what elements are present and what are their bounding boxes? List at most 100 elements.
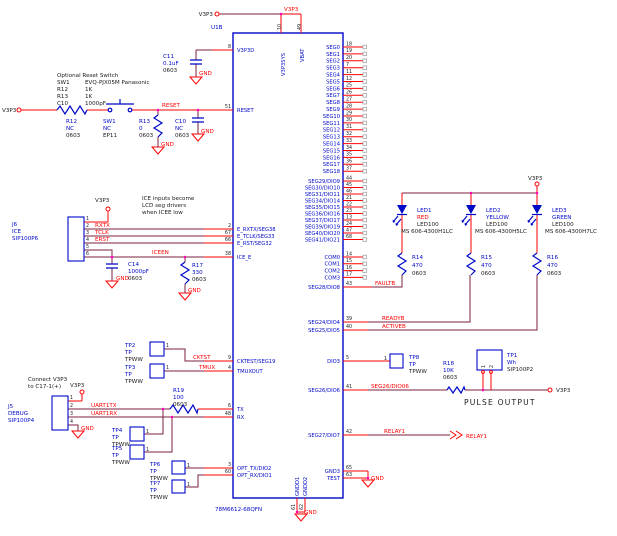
refdes-led3: LED3 bbox=[552, 208, 567, 214]
refdes-tp6: TP6 bbox=[149, 462, 161, 468]
part-led2: MS 606-4300H5LC bbox=[475, 229, 527, 235]
ic-pin-number: 63 bbox=[346, 472, 352, 478]
name-j5: DEBUG bbox=[8, 411, 28, 417]
pin-terminal bbox=[362, 204, 367, 210]
pin-terminal bbox=[362, 120, 367, 126]
refdes-r14: R14 bbox=[412, 255, 423, 261]
ic-pin-label: COM0 bbox=[325, 255, 340, 261]
testpoint-tp4-body bbox=[129, 426, 145, 442]
ic-pin-number: 10 bbox=[277, 24, 283, 30]
ic-pin-number: 16 bbox=[346, 265, 352, 271]
arrowhead bbox=[461, 219, 465, 223]
ic-pin-number: 26 bbox=[346, 90, 352, 96]
refdes-c10: C10 bbox=[175, 119, 186, 125]
ic-pin-label: RESET bbox=[237, 108, 254, 114]
value-sw1: NC bbox=[103, 126, 111, 132]
ic-pin-number: 39 bbox=[346, 316, 352, 322]
connector-pin-number: 1 bbox=[70, 395, 73, 401]
tp-pin-number: 1 bbox=[166, 343, 169, 349]
net-label-uart1rx: UART1RX bbox=[91, 411, 117, 417]
port-label-v3p3: V3P3 bbox=[199, 12, 214, 18]
footprint-c14: 0603 bbox=[128, 276, 143, 282]
ic-pin-number: 47 bbox=[346, 227, 352, 233]
led2-symbol bbox=[466, 205, 476, 214]
refdes-tp4: TP4 bbox=[111, 428, 123, 434]
connector-pin-number: 4 bbox=[86, 237, 89, 243]
refdes-tp1: TP1 bbox=[506, 353, 518, 359]
ic-pin-number: 60 bbox=[225, 469, 231, 475]
port-label-v3p3: V3P3 bbox=[556, 388, 571, 394]
ic-pin-number: 19 bbox=[346, 48, 352, 54]
part-led3: MS 606-4300H7LC bbox=[545, 229, 597, 235]
port-label-v3p3: V3P3 bbox=[95, 198, 110, 204]
note-ice-line: when ICEE low bbox=[142, 210, 183, 216]
ic-pin-number: 41 bbox=[346, 384, 352, 390]
tp-pin-number: 1 bbox=[146, 429, 149, 435]
connector-pin-number: 2 bbox=[86, 223, 89, 229]
pin-terminal bbox=[362, 178, 367, 184]
footprint-r17: 0603 bbox=[192, 277, 207, 283]
ic-pin-label: COM1 bbox=[325, 262, 340, 268]
pin-terminal bbox=[362, 127, 367, 132]
color-led1: RED bbox=[417, 215, 429, 221]
ic-pin-label: SEG2 bbox=[326, 59, 340, 65]
refdes-led2: LED2 bbox=[486, 208, 501, 214]
footprint-c11: 0603 bbox=[163, 68, 178, 74]
connector-pin-number: 4 bbox=[70, 419, 73, 425]
value-c10: NC bbox=[175, 126, 183, 132]
net-label-faultb: FAULTB bbox=[375, 281, 395, 287]
net-label-activeb: ACTIVEB bbox=[382, 324, 406, 330]
value-r16: 470 bbox=[547, 263, 558, 269]
ic-pin-number: 25 bbox=[346, 83, 352, 89]
ic-pin-number: 38 bbox=[225, 251, 231, 257]
ic-pin-label: SEG12 bbox=[323, 128, 340, 134]
ic-pin-label: SEG41/DIO21 bbox=[305, 237, 340, 243]
pin-terminal bbox=[362, 86, 367, 91]
pin-terminal bbox=[362, 72, 367, 77]
gnd-label: GND bbox=[199, 71, 212, 77]
resistor-r14-symbol bbox=[396, 252, 408, 276]
led3-symbol bbox=[532, 205, 542, 214]
color-led3: GREEN bbox=[552, 215, 571, 221]
ic-pin-label: SEG36/DIO16 bbox=[305, 211, 340, 217]
refdes-tp2: TP2 bbox=[124, 343, 135, 349]
ic-pin-number: 42 bbox=[346, 429, 352, 435]
ic-pin-number: 18 bbox=[346, 41, 352, 47]
value-r18: 10K bbox=[443, 368, 454, 374]
generated-pins: 18SEG019SEG120SEG27SEG311SEG412SEG525SEG… bbox=[70, 41, 543, 482]
testpoint-tp5-body bbox=[129, 444, 145, 460]
ic-pin-number: 2 bbox=[228, 223, 231, 229]
ic-pin-number: 35 bbox=[346, 152, 352, 158]
ic-pin-number: 65 bbox=[346, 465, 352, 471]
led-emission-arrows bbox=[392, 215, 402, 226]
gnd-label: GND bbox=[116, 276, 129, 282]
note-row-ref: R13 bbox=[57, 94, 68, 100]
pin-terminal bbox=[362, 93, 367, 98]
ic-pin-number: 15 bbox=[346, 258, 352, 264]
pin-terminal bbox=[362, 224, 367, 229]
footprint-r18: 0603 bbox=[443, 375, 458, 381]
ic-pin-label: E_TCLK/SEG33 bbox=[237, 234, 275, 240]
refdes-j5: J5 bbox=[7, 404, 14, 410]
refdes-r12: R12 bbox=[66, 119, 77, 125]
ic-pin-label: GND3 bbox=[325, 469, 340, 475]
ic-pin-label: SEG40/DIO20 bbox=[305, 231, 340, 237]
arrowhead bbox=[530, 222, 534, 226]
connector-pin-number: 5 bbox=[86, 244, 89, 250]
pin-terminal bbox=[362, 100, 367, 105]
net-label-seg26dio06: SEG26/DIO06 bbox=[371, 384, 409, 390]
pin-terminal bbox=[362, 185, 367, 190]
v3p3-port bbox=[547, 387, 553, 393]
ic-pin-number: 43 bbox=[346, 281, 352, 287]
led-emission-arrows bbox=[461, 215, 471, 226]
testpoint-tp7-body bbox=[171, 479, 186, 494]
net-label-reset: RESET bbox=[162, 103, 181, 109]
gnd-symbol bbox=[150, 146, 166, 155]
resistor-r12-symbol bbox=[56, 104, 88, 116]
connector-pin-number: 3 bbox=[86, 230, 89, 236]
arrowhead bbox=[392, 219, 396, 223]
pin-terminal bbox=[362, 106, 367, 112]
net-label-relay1: RELAY1 bbox=[384, 429, 405, 435]
ic-pin-label: SEG7 bbox=[326, 93, 340, 99]
net-label-iceen: ICEEN bbox=[152, 250, 169, 256]
